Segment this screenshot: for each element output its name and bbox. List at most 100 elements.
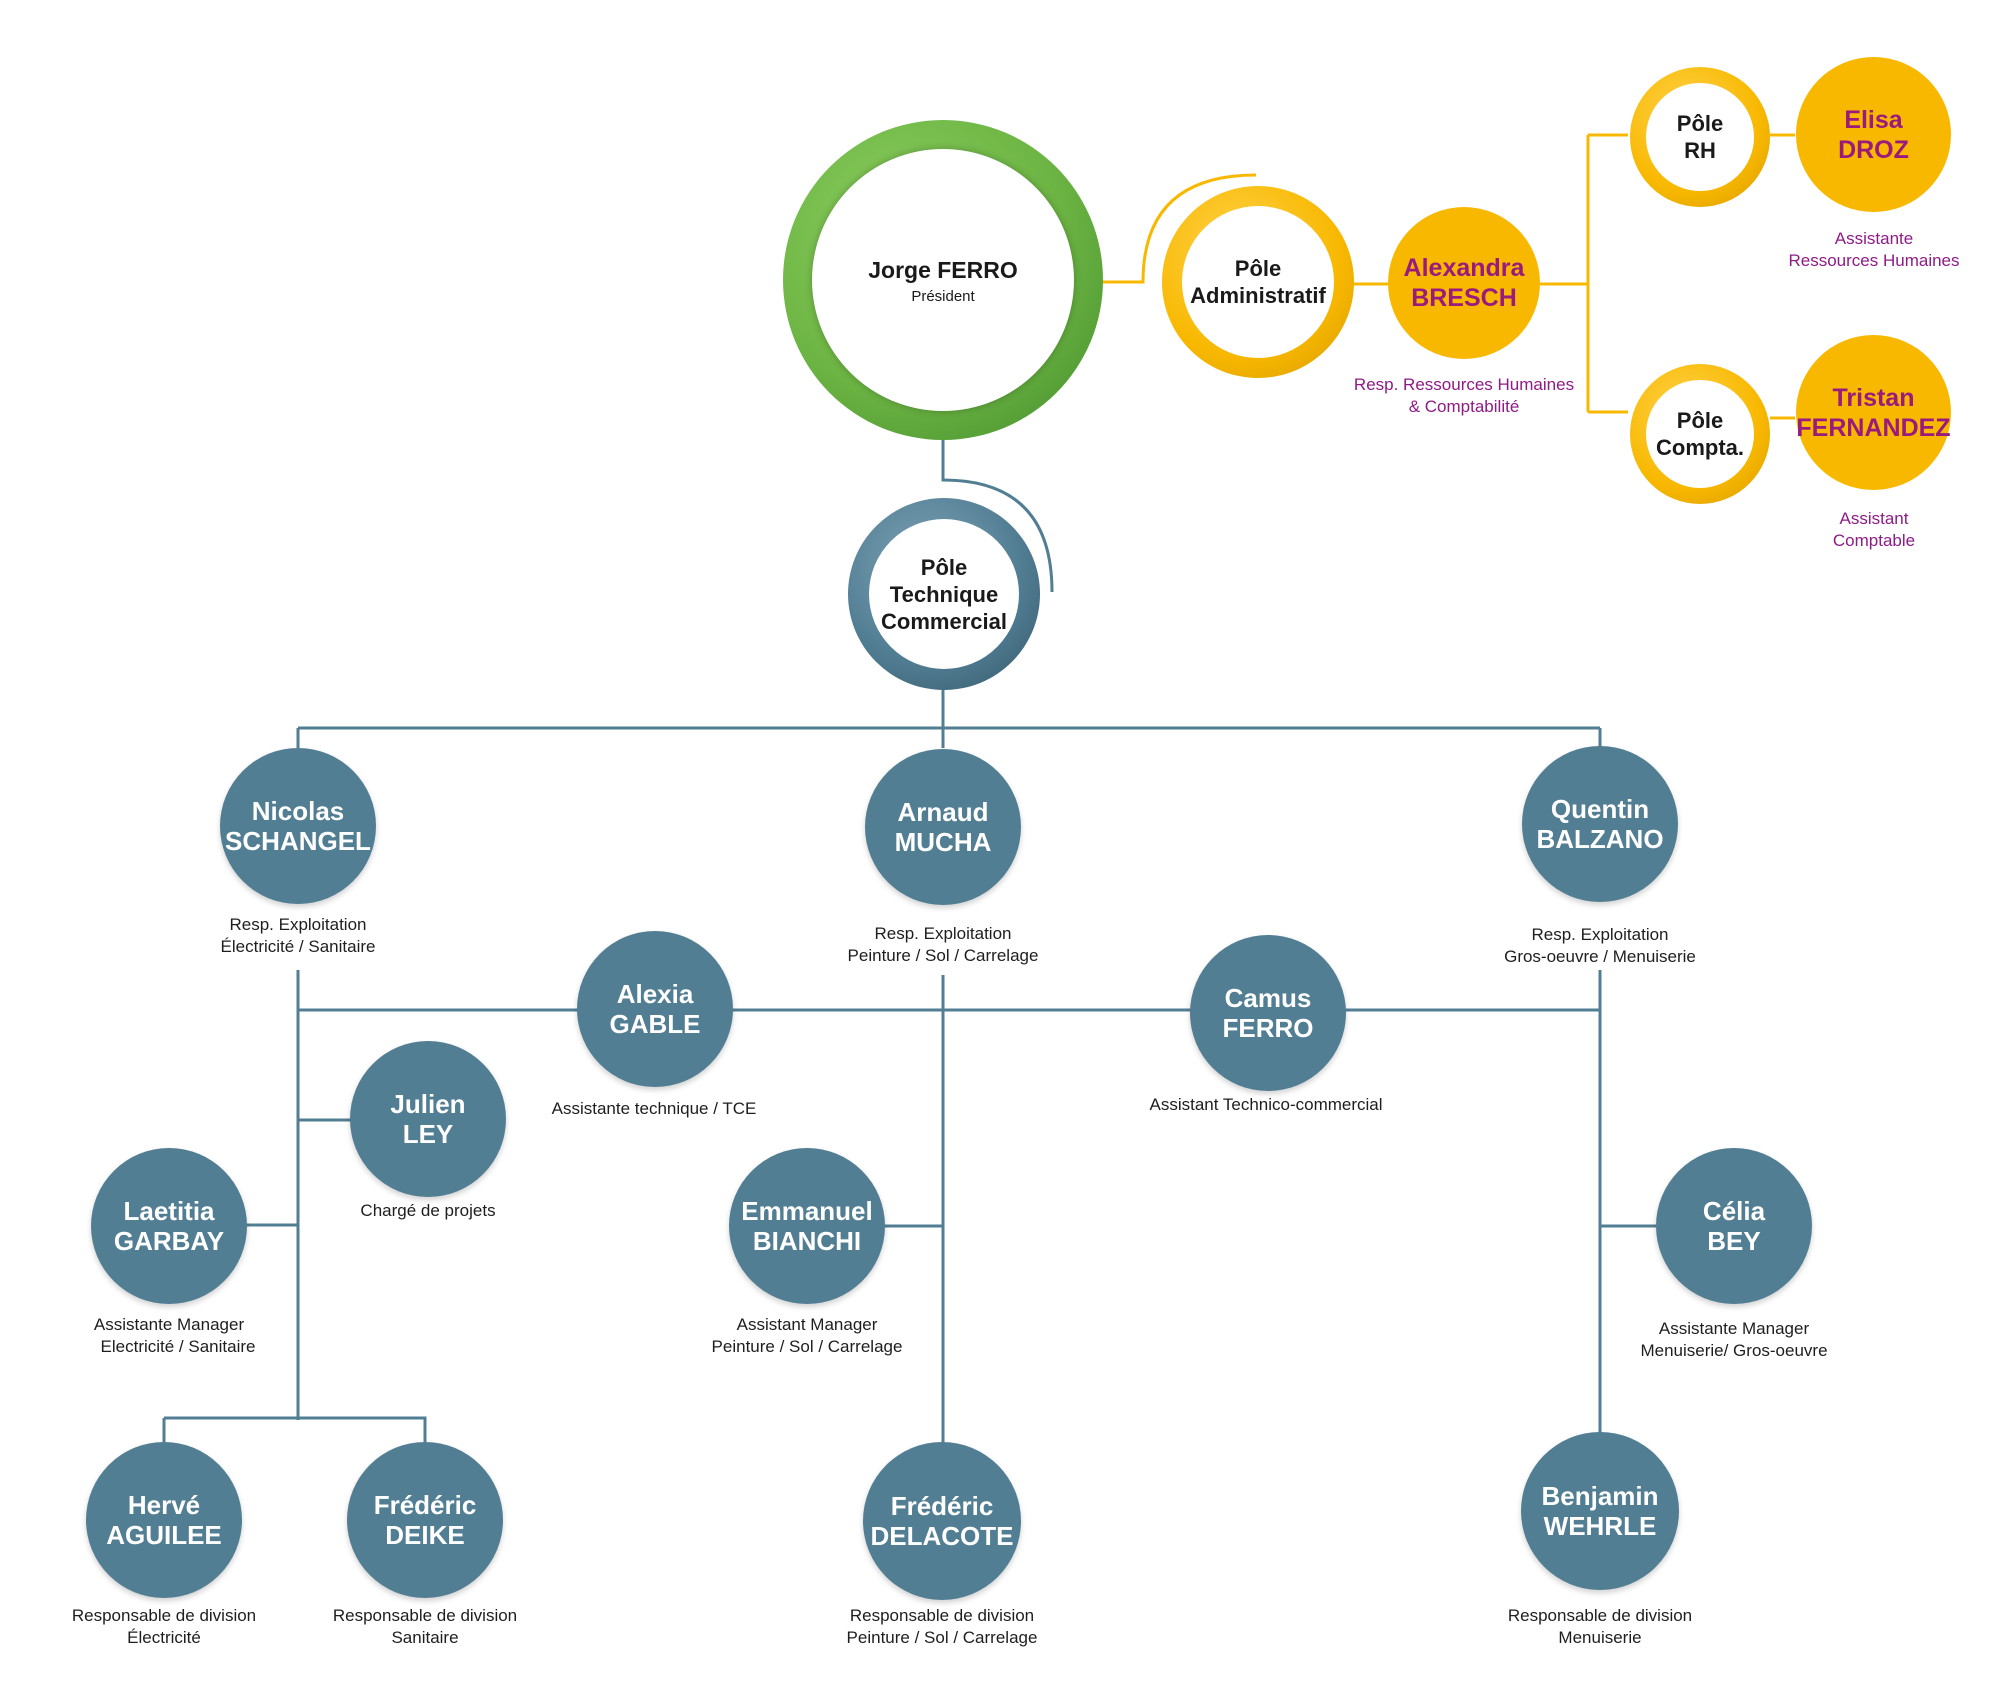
person-first-name: Frédéric [890,1491,994,1521]
pole-rh-line1: Pôle [1676,111,1724,136]
person-celia: Célia BEY [1656,1148,1812,1304]
person-last-name: DELACOTE [870,1521,1014,1551]
president-inner: Jorge FERRO Président [812,149,1074,411]
caption-line: Resp. Exploitation [229,915,367,934]
caption-line: Chargé de projets [360,1201,496,1220]
president-name: Jorge FERRO [868,256,1018,283]
pole-technique-line2: Technique [889,581,999,607]
person-last-name: DROZ [1838,135,1909,164]
caption-tristan: Assistant Comptable [1833,508,1915,552]
caption-line: Gros-oeuvre / Menuiserie [1504,947,1696,966]
person-last-name: MUCHA [894,827,992,857]
person-last-name: GABLE [609,1009,701,1039]
caption-line: Sanitaire [391,1628,459,1647]
person-last-name: DEIKE [385,1520,465,1550]
person-nicolas: Nicolas SCHANGEL [220,748,376,904]
person-laetitia: Laetitia GARBAY [91,1148,247,1304]
person-last-name: AGUILEE [106,1520,222,1550]
caption-line: Assistant Manager [736,1315,878,1334]
person-first-name: Emmanuel [741,1196,873,1226]
pole-rh-node: Pôle RH [1630,67,1770,207]
connector-president-admin [1100,173,1257,284]
person-first-name: Julien [390,1089,466,1119]
president-node: Jorge FERRO Président [783,120,1103,440]
person-first-name: Benjamin [1541,1481,1659,1511]
caption-line: Assistante [1834,229,1914,248]
person-first-name: Nicolas [251,796,345,826]
pole-technique-line3: Commercial [881,608,1007,634]
person-herve: Hervé AGUILEE [86,1442,242,1598]
caption-line: Electricité / Sanitaire [100,1337,256,1356]
caption-line: Ressources Humaines [1788,251,1960,270]
pole-technique-node: Pôle Technique Commercial [848,498,1040,690]
caption-line: Responsable de division [332,1606,518,1625]
caption-alexandra: Resp. Ressources Humaines & Comptabilité [1354,374,1574,418]
person-elisa: Elisa DROZ [1796,57,1951,212]
person-emmanuel: Emmanuel BIANCHI [729,1148,885,1304]
pole-compta-inner: Pôle Compta. [1646,380,1754,488]
caption-line: Assistante Manager [93,1315,245,1334]
caption-emmanuel: Assistant Manager Peinture / Sol / Carre… [712,1314,903,1358]
caption-line: Resp. Exploitation [1531,925,1669,944]
caption-line: Menuiserie [1558,1628,1642,1647]
caption-line: Menuiserie/ Gros-oeuvre [1640,1341,1828,1360]
caption-quentin: Resp. Exploitation Gros-oeuvre / Menuise… [1504,924,1696,968]
pole-compta-node: Pôle Compta. [1630,364,1770,504]
person-first-name: Arnaud [897,797,989,827]
person-first-name: Elisa [1844,105,1903,134]
person-arnaud: Arnaud MUCHA [865,749,1021,905]
caption-laetitia: Assistante Manager Electricité / Sanitai… [83,1314,256,1358]
person-last-name: LEY [402,1119,454,1149]
caption-nicolas: Resp. Exploitation Électricité / Sanitai… [221,914,376,958]
caption-herve: Responsable de division Électricité [72,1605,256,1649]
caption-elisa: Assistante Ressources Humaines [1788,228,1959,272]
person-last-name: SCHANGEL [225,826,371,856]
person-tristan: Tristan FERNANDEZ [1796,335,1951,490]
person-last-name: WEHRLE [1543,1511,1657,1541]
pole-technique-inner: Pôle Technique Commercial [869,519,1019,669]
person-first-name: Célia [1702,1196,1766,1226]
caption-line: Électricité / Sanitaire [220,937,376,956]
president-title: Président [911,287,975,305]
pole-compta-line2: Compta. [1656,435,1744,460]
pole-administratif-node: Pôle Administratif [1162,186,1354,378]
caption-line: Assistant Technico-commercial [1149,1095,1383,1114]
caption-line: Assistante Manager [1658,1319,1810,1338]
caption-line: Peinture / Sol / Carrelage [846,1628,1038,1647]
person-benjamin: Benjamin WEHRLE [1521,1432,1679,1590]
person-last-name: BIANCHI [752,1226,862,1256]
caption-line: Électricité [127,1628,201,1647]
person-alexandra: Alexandra BRESCH [1388,207,1540,359]
person-frederic-deike: Frédéric DEIKE [347,1442,503,1598]
person-first-name: Camus [1224,983,1312,1013]
person-quentin: Quentin BALZANO [1522,746,1678,902]
caption-line: Resp. Ressources Humaines [1353,375,1575,394]
caption-celia: Assistante Manager Menuiserie/ Gros-oeuv… [1640,1318,1827,1362]
pole-compta-line1: Pôle [1676,408,1724,433]
caption-julien: Chargé de projets [360,1200,495,1222]
caption-frederic-delacote: Responsable de division Peinture / Sol /… [847,1605,1038,1649]
person-last-name: FERNANDEZ [1796,413,1951,442]
person-first-name: Quentin [1550,794,1650,824]
person-first-name: Frédéric [373,1490,477,1520]
caption-line: Assistante technique / TCE [551,1099,757,1118]
person-frederic-delacote: Frédéric DELACOTE [863,1442,1021,1600]
caption-line: Assistant [1839,509,1909,528]
caption-camus: Assistant Technico-commercial [1149,1094,1382,1116]
caption-line: Peinture / Sol / Carrelage [711,1337,903,1356]
person-last-name: FERRO [1222,1013,1314,1043]
pole-rh-line2: RH [1684,138,1716,163]
person-last-name: BEY [1707,1226,1761,1256]
person-first-name: Alexandra [1403,254,1525,282]
person-julien: Julien LEY [350,1041,506,1197]
pole-administratif-line2: Administratif [1190,283,1326,308]
caption-line: Comptable [1832,531,1916,550]
caption-frederic-deike: Responsable de division Sanitaire [333,1605,517,1649]
caption-alexia: Assistante technique / TCE [552,1098,757,1120]
pole-rh-inner: Pôle RH [1646,83,1754,191]
pole-administratif-inner: Pôle Administratif [1182,206,1334,358]
person-first-name: Tristan [1832,383,1915,412]
person-last-name: BALZANO [1536,824,1664,854]
caption-line: & Comptabilité [1408,397,1520,416]
